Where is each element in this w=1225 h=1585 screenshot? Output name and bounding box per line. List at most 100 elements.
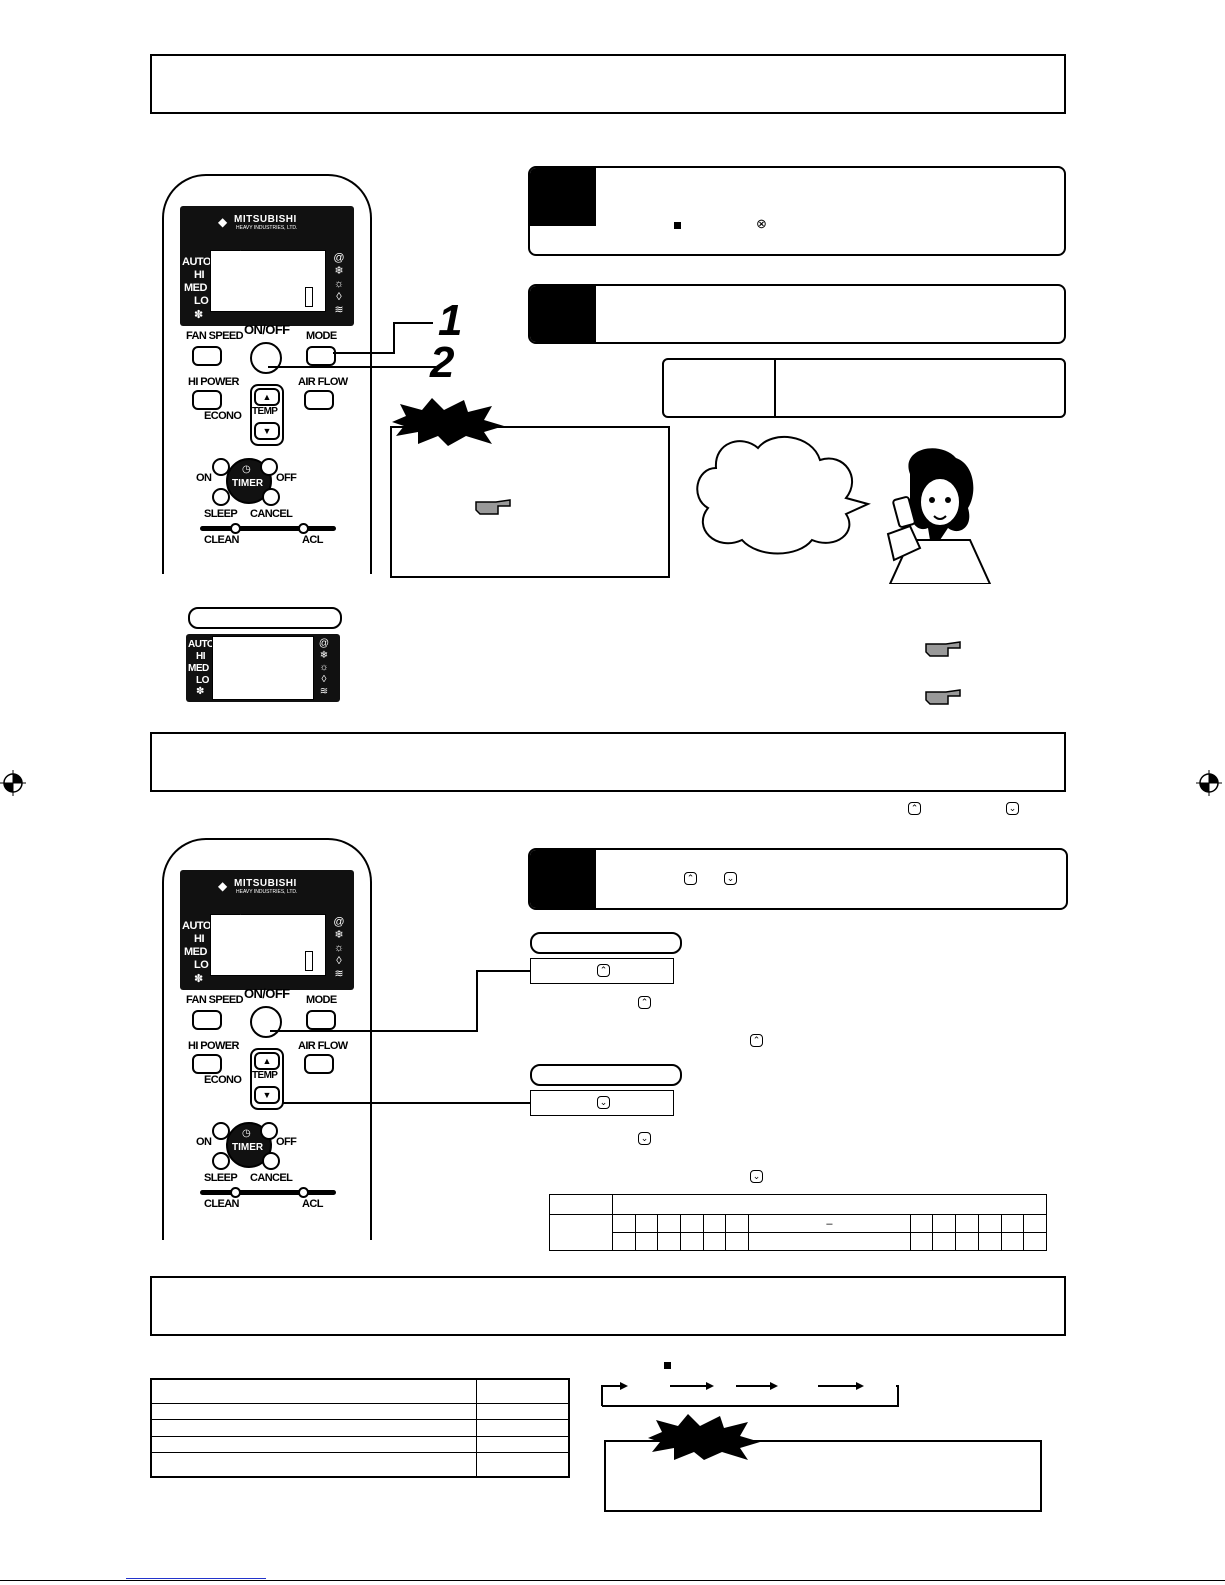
plus-sign: + xyxy=(225,931,231,941)
callout-number-2: 2 xyxy=(430,338,455,387)
connector-line-down xyxy=(282,1102,530,1104)
table-cell xyxy=(1000,1214,1025,1233)
table-cell xyxy=(476,1435,570,1453)
raise-temp-label-pill xyxy=(530,932,682,954)
air-flow-label: AIR FLOW xyxy=(298,1040,348,1052)
sleep-button[interactable] xyxy=(212,488,230,506)
remote-control-illustration-2: ◆ MITSUBISHI HEAVY INDUSTRIES, LTD. AUTO… xyxy=(162,838,372,1240)
example-display-label-pill xyxy=(188,607,342,629)
mode-icons-column: @ ❄ ☼ ◊ ≋ xyxy=(316,638,332,698)
fan-mode-icon: ≋ xyxy=(319,686,329,697)
dry-mode-icon: ◊ xyxy=(336,291,342,303)
remote-display-panel: ◆ MITSUBISHI HEAVY INDUSTRIES, LTD. AUTO… xyxy=(180,206,354,326)
callout-line-1-vertical xyxy=(393,322,395,354)
cancel-button[interactable] xyxy=(262,488,280,506)
acl-button[interactable] xyxy=(298,1187,309,1198)
timer-on-label: ON xyxy=(196,472,212,484)
mode-label-med: MED xyxy=(188,663,209,674)
signal-icon xyxy=(305,287,313,307)
fan-mode-icon: ≋ xyxy=(334,968,344,980)
timer-on-button[interactable] xyxy=(212,1122,230,1140)
brand-logo: ◆ MITSUBISHI HEAVY INDUSTRIES, LTD. xyxy=(206,214,336,234)
square-icon xyxy=(664,1362,671,1369)
brand-subname: HEAVY INDUSTRIES, LTD. xyxy=(236,225,298,231)
table-cell xyxy=(634,1214,659,1233)
air-flow-button[interactable] xyxy=(304,390,334,410)
section-header-3 xyxy=(150,1276,1066,1336)
hi-power-button[interactable] xyxy=(192,390,222,410)
cancel-button[interactable] xyxy=(262,1152,280,1170)
mode-label-hi: HI xyxy=(196,651,206,662)
section-header-2 xyxy=(150,732,1066,792)
table-cell xyxy=(150,1419,477,1437)
heat-mode-icon: ☼ xyxy=(319,662,329,673)
mode-label: MODE xyxy=(306,994,337,1006)
fan-speed-label: FAN SPEED xyxy=(186,994,244,1006)
cool-mode-icon: ❄ xyxy=(334,265,344,277)
pointing-hand-icon xyxy=(475,499,511,515)
fan-icon: ✽ xyxy=(196,686,205,697)
table-cell xyxy=(909,1214,934,1233)
mode-label-hi: HI xyxy=(194,269,205,281)
table-cell xyxy=(725,1214,750,1233)
table-cell xyxy=(476,1378,570,1404)
sleep-button[interactable] xyxy=(212,1152,230,1170)
temp-up-button[interactable]: ▲ xyxy=(254,1052,280,1070)
table-cell xyxy=(150,1435,477,1453)
speech-bubble xyxy=(696,435,871,555)
table-cell xyxy=(932,1232,957,1251)
registration-mark-left xyxy=(0,770,26,796)
mode-button[interactable] xyxy=(306,346,336,366)
mode-label-auto: AUTO xyxy=(188,639,215,650)
table-cell xyxy=(977,1214,1002,1233)
mitsubishi-diamonds-icon: ◆ xyxy=(218,879,228,893)
fan-speed-button[interactable] xyxy=(192,1010,222,1030)
sleep-label: SLEEP xyxy=(204,508,238,520)
timer-off-button[interactable] xyxy=(260,1122,278,1140)
temp-up-key-icon: ⌃ xyxy=(908,802,921,815)
temp-down-button[interactable]: ▼ xyxy=(254,422,280,440)
table-cell xyxy=(634,1232,659,1251)
mode-label-lo: LO xyxy=(196,675,209,686)
timer-on-button[interactable] xyxy=(212,458,230,476)
remote-control-illustration-1: ◆ MITSUBISHI HEAVY INDUSTRIES, LTD. AUTO… xyxy=(162,174,372,574)
timer-label: TIMER xyxy=(232,478,264,489)
timer-off-label: OFF xyxy=(276,472,297,484)
fan-speed-button[interactable] xyxy=(192,346,222,366)
hi-power-button[interactable] xyxy=(192,1054,222,1074)
mitsubishi-diamonds-icon: ◆ xyxy=(218,215,228,229)
econo-label: ECONO xyxy=(204,410,242,422)
lower-temp-label-pill xyxy=(530,1064,682,1086)
timer-off-button[interactable] xyxy=(260,458,278,476)
brand-logo: ◆ MITSUBISHI HEAVY INDUSTRIES, LTD. xyxy=(206,878,336,898)
air-flow-button[interactable] xyxy=(304,1054,334,1074)
acl-button[interactable] xyxy=(298,523,309,534)
connector-line-up-vertical xyxy=(476,970,478,1032)
on-off-button[interactable] xyxy=(250,1006,282,1038)
temp-down-button[interactable]: ▼ xyxy=(254,1086,280,1104)
table-cell xyxy=(150,1378,477,1404)
on-off-button[interactable] xyxy=(250,342,282,374)
example-display: AUTO HI MED LO ✽ ✧ 10:30 @ ❄ ☼ ◊ ≋ xyxy=(186,634,340,702)
table-cell xyxy=(977,1232,1002,1251)
info-box-divider xyxy=(774,360,776,416)
note-box-1 xyxy=(390,426,670,578)
clean-button[interactable] xyxy=(230,1187,241,1198)
table-cell xyxy=(1023,1232,1047,1251)
settings-table xyxy=(150,1378,570,1478)
hi-power-label: HI POWER xyxy=(188,1040,239,1052)
heat-mode-icon: ☼ xyxy=(333,278,345,290)
clean-button[interactable] xyxy=(230,523,241,534)
minus-value: – xyxy=(826,1217,833,1230)
connector-line-up xyxy=(476,970,530,972)
temp-up-button[interactable]: ▲ xyxy=(254,388,280,406)
clock-icon: ◷ xyxy=(242,464,251,475)
footer-rule xyxy=(0,1580,1225,1581)
table-cell xyxy=(725,1232,750,1251)
timer-on-label: ON xyxy=(196,1136,212,1148)
temp-down-key-icon: ⌄ xyxy=(597,1096,610,1109)
mode-button[interactable] xyxy=(306,1010,336,1030)
table-cell: – xyxy=(748,1214,911,1233)
temp-down-key-icon: ⌄ xyxy=(638,1132,651,1145)
table-cell xyxy=(748,1232,911,1251)
